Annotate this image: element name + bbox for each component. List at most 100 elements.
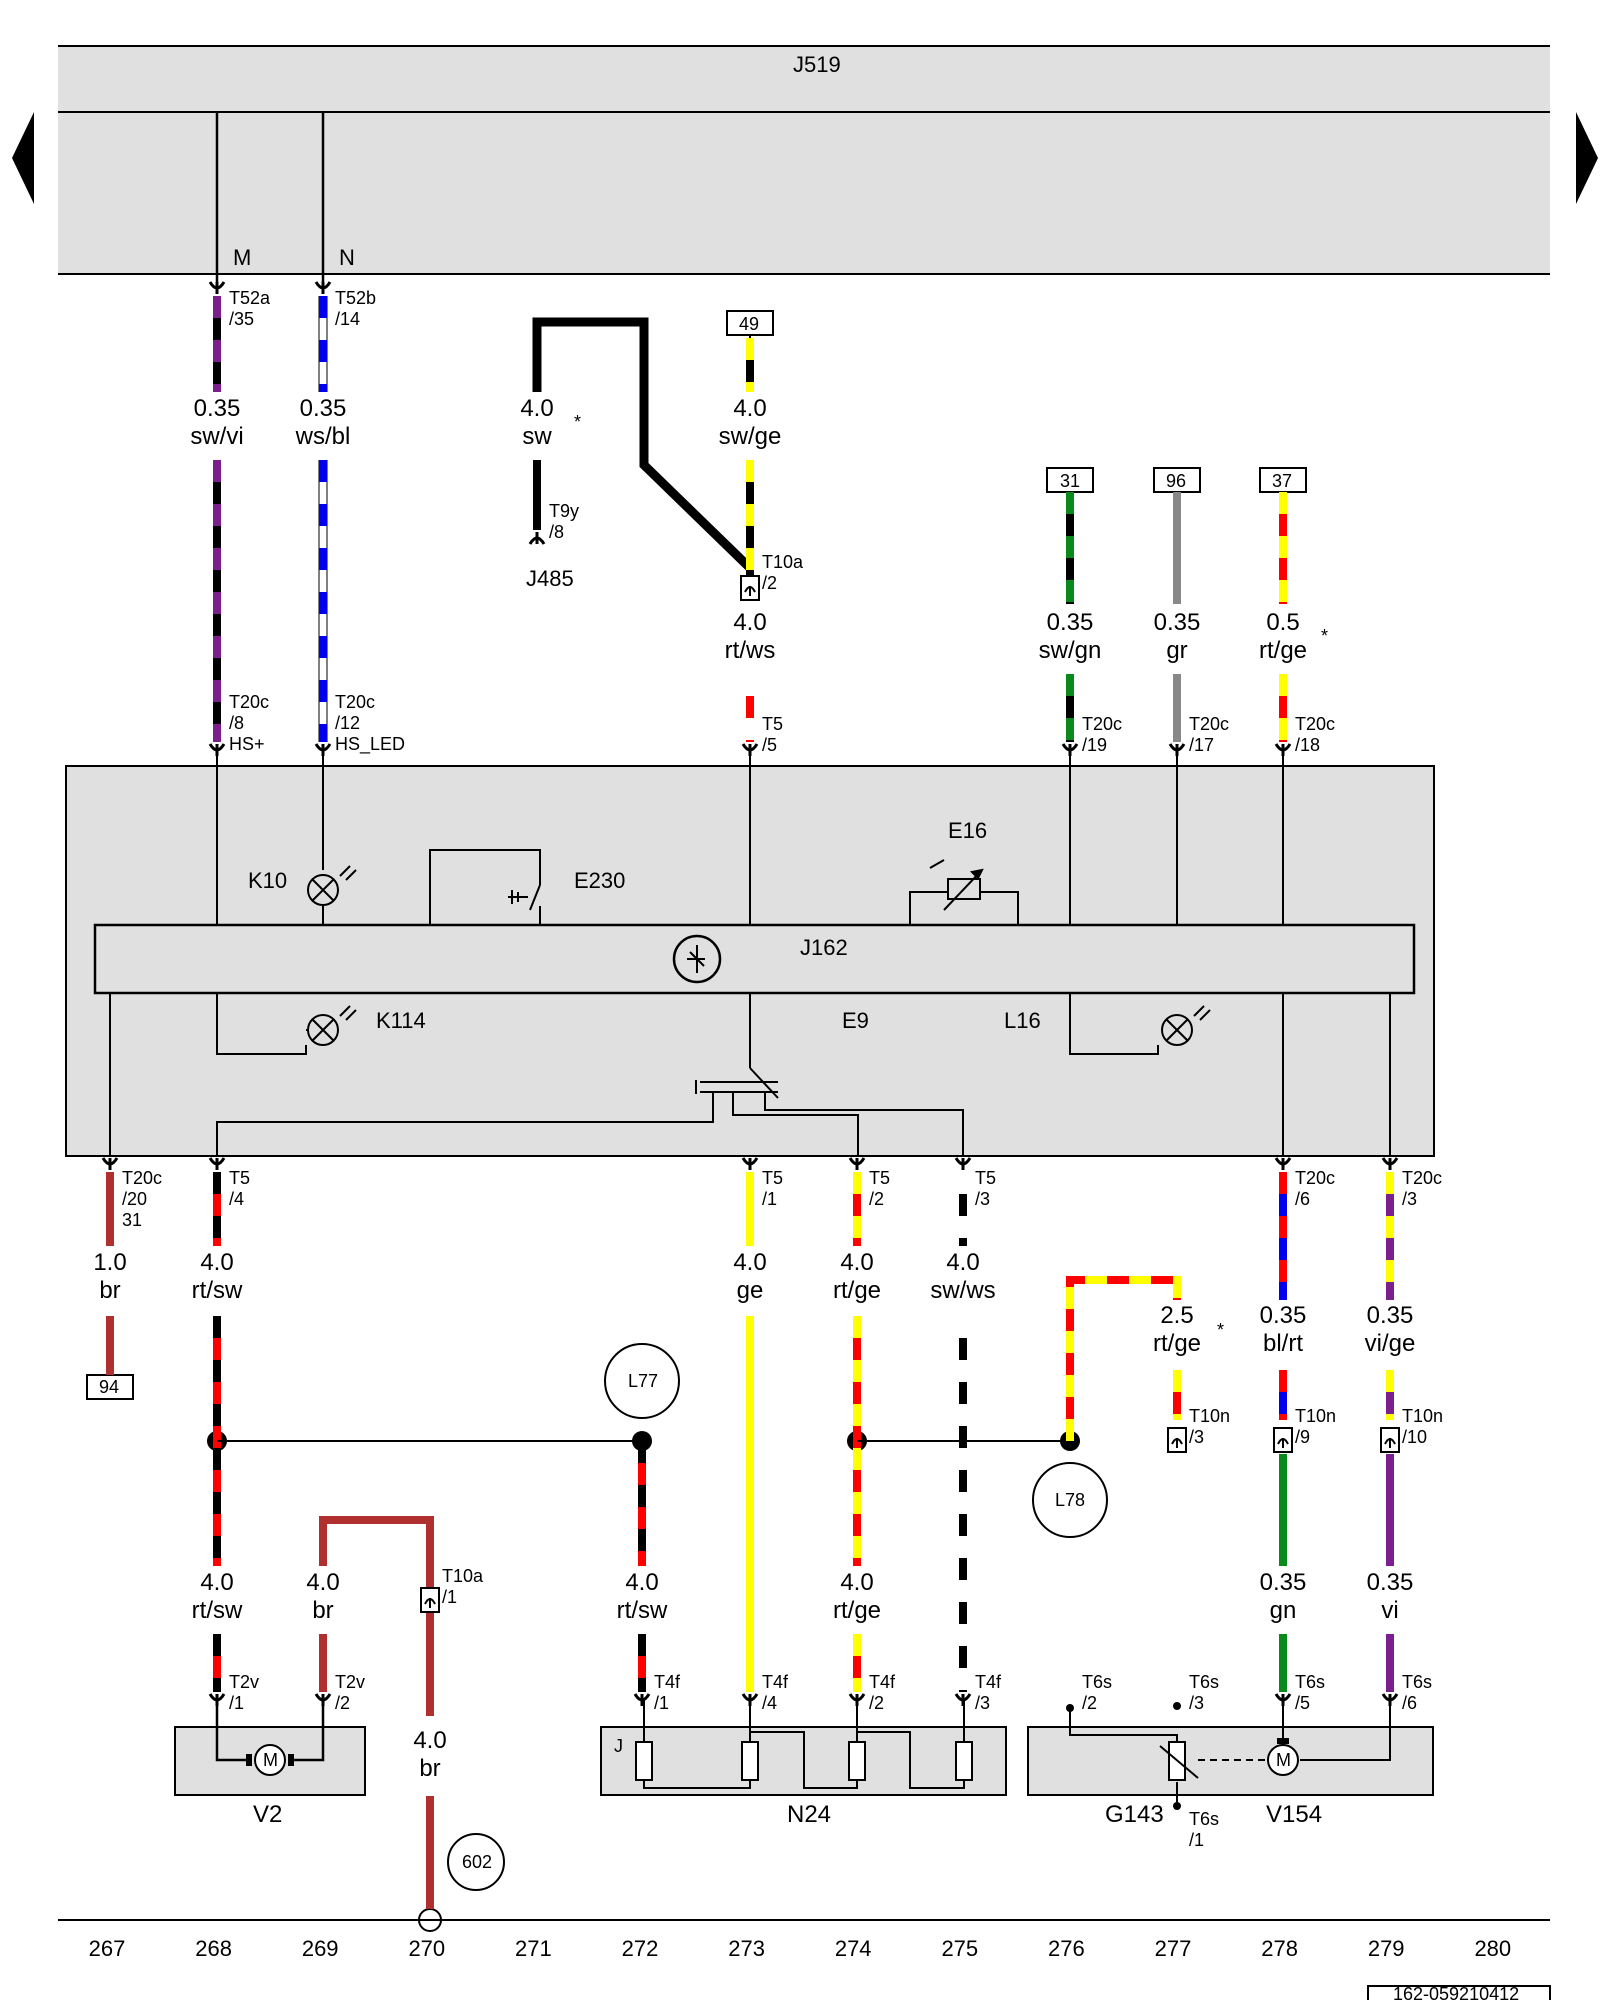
e16-potentiometer-icon — [929, 859, 984, 911]
track-number: 278 — [1261, 1936, 1298, 1961]
conn-t20c-8-extra: HS+ — [229, 734, 265, 754]
j519-module: J519 — [58, 45, 1550, 275]
pin-letter-m: M — [233, 245, 251, 270]
label-w5-size: 4.0 — [733, 609, 766, 636]
label-w15-size: 0.35 — [1260, 1302, 1307, 1329]
conn-t20c-3-pin: /3 — [1402, 1189, 1417, 1209]
conn-t5-2: T5 — [869, 1168, 890, 1188]
label-w12-size: 4.0 — [840, 1249, 873, 1276]
conn-t20c-20-pin: /20 — [122, 1189, 147, 1209]
conn-t9y-pin: /8 — [549, 522, 564, 542]
conn-t5-5: T5 — [762, 714, 783, 734]
j162-control-panel: J162 K10 E230 E16 K114 E9 L16 — [65, 750, 1435, 1157]
k10-lamp-icon — [307, 865, 357, 906]
track-number: 280 — [1474, 1936, 1511, 1961]
ground-l78: L78 — [1032, 1462, 1108, 1538]
track-number: 275 — [941, 1936, 978, 1961]
conn-t5-2-pin: /2 — [869, 1189, 884, 1209]
previous-page-arrow[interactable] — [12, 112, 34, 204]
label-w17-size: 4.0 — [200, 1569, 233, 1596]
connector-symbols — [101, 281, 1400, 1706]
track-number: 267 — [89, 1936, 126, 1961]
ground-602: 602 — [447, 1833, 505, 1891]
terminal-37-box — [1259, 467, 1307, 493]
label-w13-color: sw/ws — [930, 1277, 995, 1304]
inline-connector-icon — [1171, 1438, 1183, 1448]
label-w7-color: gr — [1166, 637, 1187, 664]
conn-t10a-1: T10a — [442, 1566, 484, 1586]
track-number: 276 — [1048, 1936, 1085, 1961]
l16-label: L16 — [1004, 1008, 1041, 1033]
conn-t6s-6: T6s — [1402, 1672, 1432, 1692]
track-number: 268 — [195, 1936, 232, 1961]
label-w9-color: br — [99, 1277, 120, 1304]
terminal-31: 31 — [1060, 471, 1080, 491]
wires — [106, 112, 1394, 1909]
conn-t10a-2-pin: /2 — [762, 573, 777, 593]
k10-label: K10 — [248, 868, 287, 893]
conn-t5-3-pin: /3 — [975, 1189, 990, 1209]
track-number: 279 — [1368, 1936, 1405, 1961]
conn-t20c-19-pin: /19 — [1082, 735, 1107, 755]
label-w18-color: br — [312, 1597, 333, 1624]
conn-t6s-3-pin: /3 — [1189, 1693, 1204, 1713]
conn-t10n-3-pin: /3 — [1189, 1427, 1204, 1447]
label-w16-size: 0.35 — [1367, 1302, 1414, 1329]
conn-t10n-3: T10n — [1189, 1406, 1230, 1426]
track-number: 272 — [622, 1936, 659, 1961]
fan-symbol-icon — [672, 934, 722, 984]
inline-connector-icon — [424, 1598, 436, 1608]
conn-t20c-12: T20c — [335, 692, 375, 712]
conn-t20c-18-pin: /18 — [1295, 735, 1320, 755]
conn-t20c-19: T20c — [1082, 714, 1122, 734]
conn-t5-3: T5 — [975, 1168, 996, 1188]
label-w22-color: vi — [1381, 1597, 1398, 1624]
label-w20-size: 4.0 — [840, 1569, 873, 1596]
terminal-94: 94 — [99, 1377, 119, 1397]
e230-switch-icon — [508, 884, 541, 911]
label-w5-color: rt/ws — [725, 637, 776, 664]
conn-t6s-1-pin: /1 — [1189, 1830, 1204, 1850]
conn-t5-1-pin: /1 — [762, 1189, 777, 1209]
label-w20-color: rt/ge — [833, 1597, 881, 1624]
e9-switch-icon — [695, 1067, 779, 1100]
conn-t20c-20-extra: 31 — [122, 1210, 142, 1230]
track-number: 277 — [1155, 1936, 1192, 1961]
conn-t6s-5: T6s — [1295, 1672, 1325, 1692]
label-w11-color: ge — [737, 1277, 764, 1304]
conn-t52b-pin: /14 — [335, 309, 360, 329]
conn-t2v-2: T2v — [335, 1672, 365, 1692]
conn-t20c-6-pin: /6 — [1295, 1189, 1310, 1209]
conn-t20c-20: T20c — [122, 1168, 162, 1188]
conn-t9y: T9y — [549, 501, 579, 521]
label-w8-size: 0.5 — [1266, 609, 1299, 636]
track-number: 274 — [835, 1936, 872, 1961]
conn-t5-5-pin: /5 — [762, 735, 777, 755]
conn-t10n-9: T10n — [1295, 1406, 1336, 1426]
label-w18-size: 4.0 — [306, 1569, 339, 1596]
conn-t5-4-pin: /4 — [229, 1189, 244, 1209]
conn-t4f-1: T4f — [654, 1672, 681, 1692]
wire-br-loop — [319, 1516, 434, 1590]
conn-t6s-1: T6s — [1189, 1809, 1219, 1829]
conn-t4f-4: T4f — [762, 1672, 789, 1692]
v2-label: V2 — [253, 1801, 282, 1828]
conn-t4f-2-pin: /2 — [869, 1693, 884, 1713]
terminal-31-box — [1046, 467, 1094, 493]
n24-label: N24 — [787, 1801, 831, 1828]
n24-j-mark: J — [614, 1736, 623, 1756]
conn-t10n-10: T10n — [1402, 1406, 1443, 1426]
wire-rt-ge-2-5-stripe — [1066, 1276, 1181, 1441]
k114-lamp-icon — [306, 1005, 357, 1046]
label-w11-size: 4.0 — [733, 1249, 766, 1276]
conn-t10a-2: T10a — [762, 552, 804, 572]
next-page-arrow[interactable] — [1576, 112, 1598, 204]
conn-t2v-1: T2v — [229, 1672, 259, 1692]
conn-t20c-6: T20c — [1295, 1168, 1335, 1188]
label-w19-size: 4.0 — [625, 1569, 658, 1596]
conn-t20c-12-extra: HS_LED — [335, 734, 405, 755]
conn-t10n-9-pin: /9 — [1295, 1427, 1310, 1447]
svg-text:L78: L78 — [1055, 1490, 1085, 1510]
